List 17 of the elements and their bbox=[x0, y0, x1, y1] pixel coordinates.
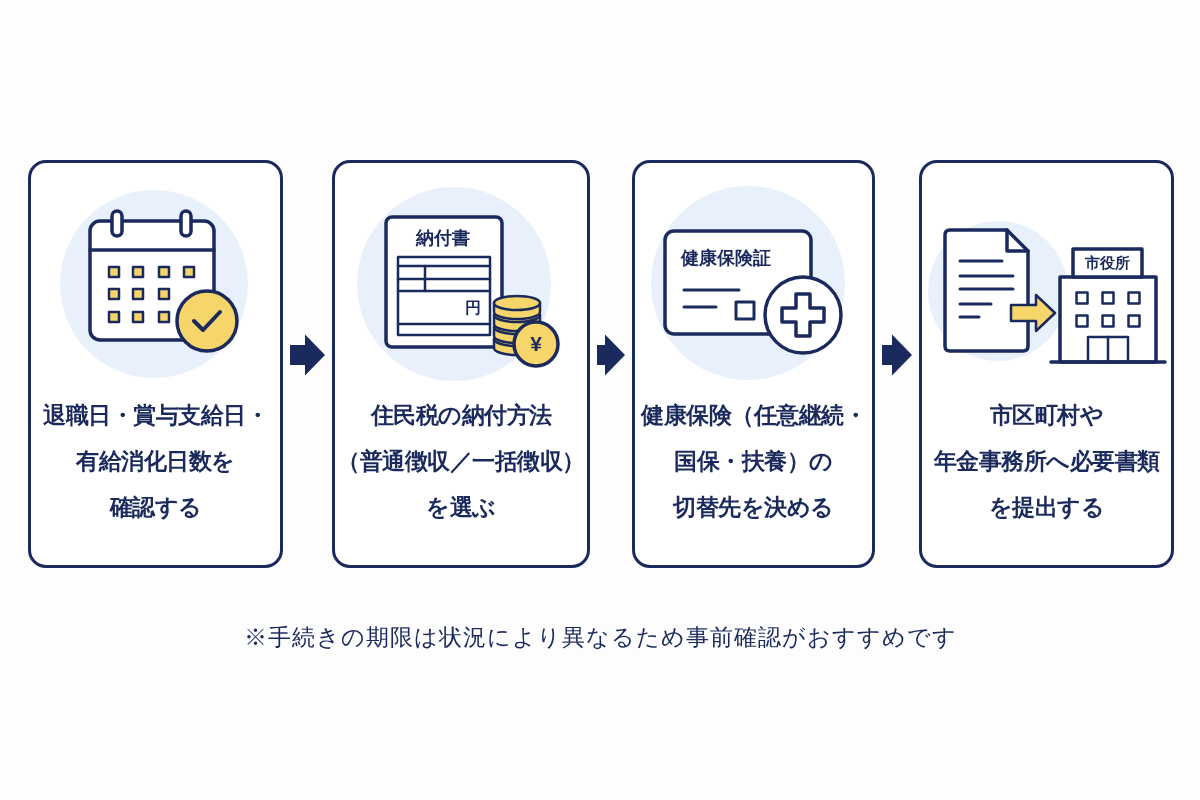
form-title: 納付書 bbox=[416, 226, 470, 250]
footnote: ※手続きの期限は状況により異なるため事前確認がおすすめです bbox=[243, 623, 957, 652]
step-text: 住民税の納付方法（普通徴収／一括徴収）を選ぶ bbox=[336, 401, 586, 522]
card-title: 健康保険証 bbox=[681, 246, 771, 270]
arrow bbox=[290, 334, 325, 376]
arrow bbox=[882, 334, 912, 376]
currency-unit: 円 bbox=[465, 298, 481, 318]
step-card bbox=[28, 160, 283, 568]
step-text: 健康保険（任意継続・国保・扶養）の切替先を決める bbox=[639, 401, 867, 522]
step-text: 退職日・賞与支給日・有給消化日数を確認する bbox=[42, 401, 269, 522]
sign-text: 市役所 bbox=[1084, 252, 1130, 273]
step-text: 市区町村や年金事務所へ必要書類を提出する bbox=[932, 401, 1161, 522]
step-card bbox=[632, 160, 875, 568]
coin-symbol: ¥ bbox=[530, 331, 542, 358]
arrow bbox=[597, 334, 625, 376]
step-card bbox=[332, 160, 590, 568]
step-card bbox=[919, 160, 1174, 568]
